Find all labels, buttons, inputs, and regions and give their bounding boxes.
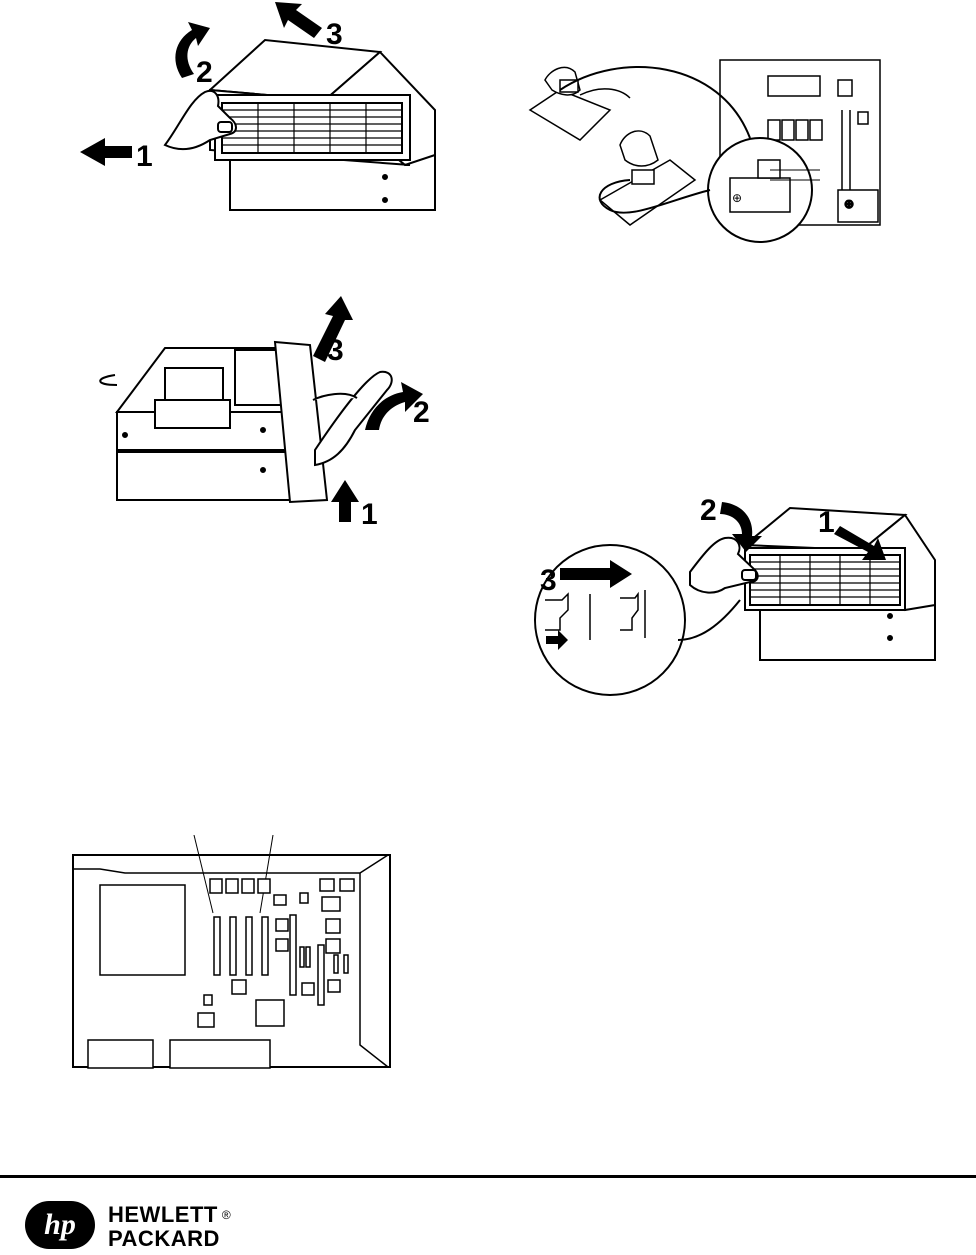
arrow-step-2: 2 bbox=[175, 22, 212, 89]
svg-text:⊕: ⊕ bbox=[844, 197, 854, 211]
figure-battery-replace: ⊕ ⊕ bbox=[520, 50, 920, 250]
step-number-1: 1 bbox=[818, 506, 835, 539]
chassis-lower bbox=[760, 605, 935, 660]
step-number-2: 2 bbox=[413, 396, 430, 429]
footer-rule bbox=[0, 1175, 976, 1178]
arrow-step-1: 1 bbox=[331, 480, 378, 530]
step-number-2: 2 bbox=[700, 494, 717, 527]
brand-wordmark: HEWLETT ® PACKARD bbox=[108, 1203, 231, 1251]
vent-grill bbox=[222, 103, 402, 153]
battery-socket: ⊕ bbox=[838, 190, 878, 222]
brand-line-1: HEWLETT bbox=[108, 1202, 218, 1227]
step-number-2: 2 bbox=[196, 56, 213, 89]
brand-line-2: PACKARD bbox=[108, 1227, 231, 1251]
step-number-1: 1 bbox=[361, 498, 378, 530]
open-chassis bbox=[100, 348, 297, 450]
figure-remove-cover: 1 2 3 bbox=[70, 0, 460, 220]
figure-chassis-top-view bbox=[70, 835, 395, 1070]
figure-lift-cover: 3 2 1 bbox=[95, 290, 445, 530]
step-number-3: 3 bbox=[540, 564, 557, 597]
chassis-lower bbox=[117, 452, 297, 500]
step-number-3: 3 bbox=[327, 334, 344, 367]
arrow-step-1: 1 bbox=[80, 138, 153, 173]
svg-text:hp: hp bbox=[44, 1208, 76, 1241]
arrow-step-3: 3 bbox=[313, 296, 353, 367]
svg-text:⊕: ⊕ bbox=[732, 191, 742, 205]
figure-install-cover: 3 2 1 bbox=[510, 490, 940, 700]
step-number-3: 3 bbox=[326, 18, 343, 51]
vent-grill bbox=[750, 555, 900, 605]
registered-mark: ® bbox=[222, 1208, 231, 1222]
step-number-1: 1 bbox=[136, 140, 153, 173]
hp-logo: hp bbox=[24, 1200, 96, 1250]
